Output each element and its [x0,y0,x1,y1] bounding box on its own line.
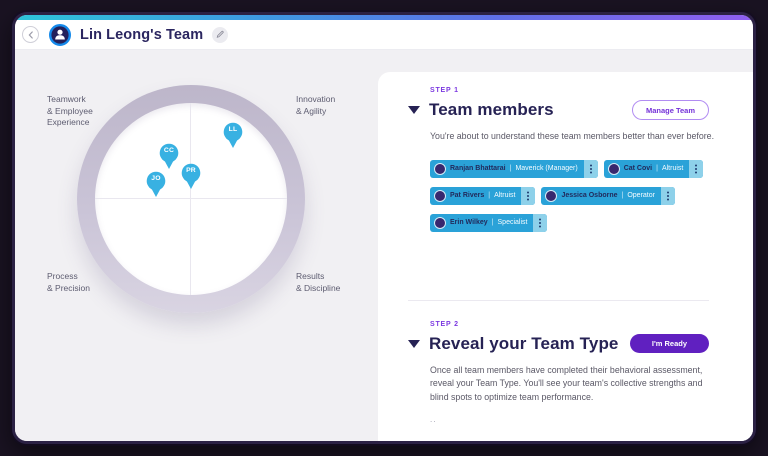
step1-label: STEP 1 [430,87,459,94]
team-type-ring-chart [77,85,305,313]
step2-title: Reveal your Team Type [429,333,619,353]
member-avatar [434,189,446,202]
member-name: Pat Rivers [450,192,485,199]
member-chip[interactable]: Ranjan Bhattarai | Maverick (Manager) [430,159,598,178]
member-name: Cat Covi [623,165,653,172]
kebab-menu-icon [666,194,669,197]
chip-separator: | [656,165,658,172]
chevron-left-icon [28,30,33,39]
app-window: Lin Leong's Team Teamwork & Employee Exp… [12,12,756,444]
member-menu-button[interactable] [660,186,675,205]
step1-title: Team members [429,100,554,119]
member-avatar [607,162,620,175]
truncated-content: .. [430,415,437,424]
horizontal-axis-line [95,198,287,199]
member-chip[interactable]: Jessica Osborne | Operator [541,186,675,205]
section-divider [408,299,709,301]
chip-separator: | [509,165,512,172]
member-role: Operator [627,192,655,199]
pencil-icon [216,31,224,39]
manage-team-button[interactable]: Manage Team [631,100,709,120]
member-role: Altruist [661,165,684,172]
member-avatar [545,189,558,202]
kebab-menu-icon [527,194,530,197]
step2-description: Once all team members have completed the… [430,364,703,402]
member-menu-button[interactable] [521,186,536,205]
member-avatar [434,216,446,229]
edit-team-name-button[interactable] [212,26,229,43]
chip-separator: | [621,192,624,199]
back-button[interactable] [22,26,39,43]
chip-separator: | [491,219,494,226]
member-menu-button[interactable] [583,159,598,178]
kebab-menu-icon [539,221,542,224]
brand-gradient-bar [15,15,753,20]
member-pin-pr[interactable]: PR [180,163,202,190]
quadrant-label-teamwork: Teamwork & Employee Experience [47,94,93,127]
page-title: Lin Leong's Team [80,26,204,43]
kebab-menu-icon [695,167,698,170]
quadrant-label-innovation: Innovation & Agility [296,94,336,116]
member-name: Jessica Osborne [561,192,618,199]
member-name: Erin Wilkey [450,219,488,226]
main-content: Teamwork & Employee Experience Innovatio… [15,50,753,441]
quadrant-plot-area [95,103,287,295]
collapse-icon[interactable] [408,339,420,348]
header: Lin Leong's Team [15,20,753,50]
member-menu-button[interactable] [689,159,704,178]
kebab-menu-icon [589,167,592,170]
team-logo-icon [49,23,71,46]
member-avatar [434,162,446,175]
member-name: Ranjan Bhattarai [450,165,506,172]
member-pin-jo[interactable]: JO [145,171,167,198]
step1-description: You're about to understand these team me… [430,131,715,141]
member-role: Altruist [494,192,516,199]
im-ready-button[interactable]: I'm Ready [629,334,709,353]
member-role: Specialist [497,219,528,226]
step1-header: Team members Manage Team [408,100,709,120]
member-chip[interactable]: Pat Rivers | Altruist [430,186,536,205]
quadrant-label-process: Process & Precision [47,271,90,293]
step2-header: Reveal your Team Type I'm Ready [408,334,709,354]
member-role: Maverick (Manager) [515,165,578,172]
member-menu-button[interactable] [533,213,548,232]
member-chip[interactable]: Erin Wilkey | Specialist [430,213,548,232]
member-pin-cc[interactable]: CC [158,143,180,170]
member-chip-list: Ranjan Bhattarai | Maverick (Manager) Ca… [430,159,714,232]
member-pin-ll[interactable]: LL [222,122,244,149]
collapse-icon[interactable] [408,106,420,114]
member-chip[interactable]: Cat Covi | Altruist [603,159,704,178]
quadrant-label-results: Results & Discipline [296,271,341,293]
step2-label: STEP 2 [430,320,459,328]
steps-panel: STEP 1 Team members Manage Team You're a… [378,72,753,441]
vertical-axis-line [190,103,191,295]
chip-separator: | [488,192,491,199]
